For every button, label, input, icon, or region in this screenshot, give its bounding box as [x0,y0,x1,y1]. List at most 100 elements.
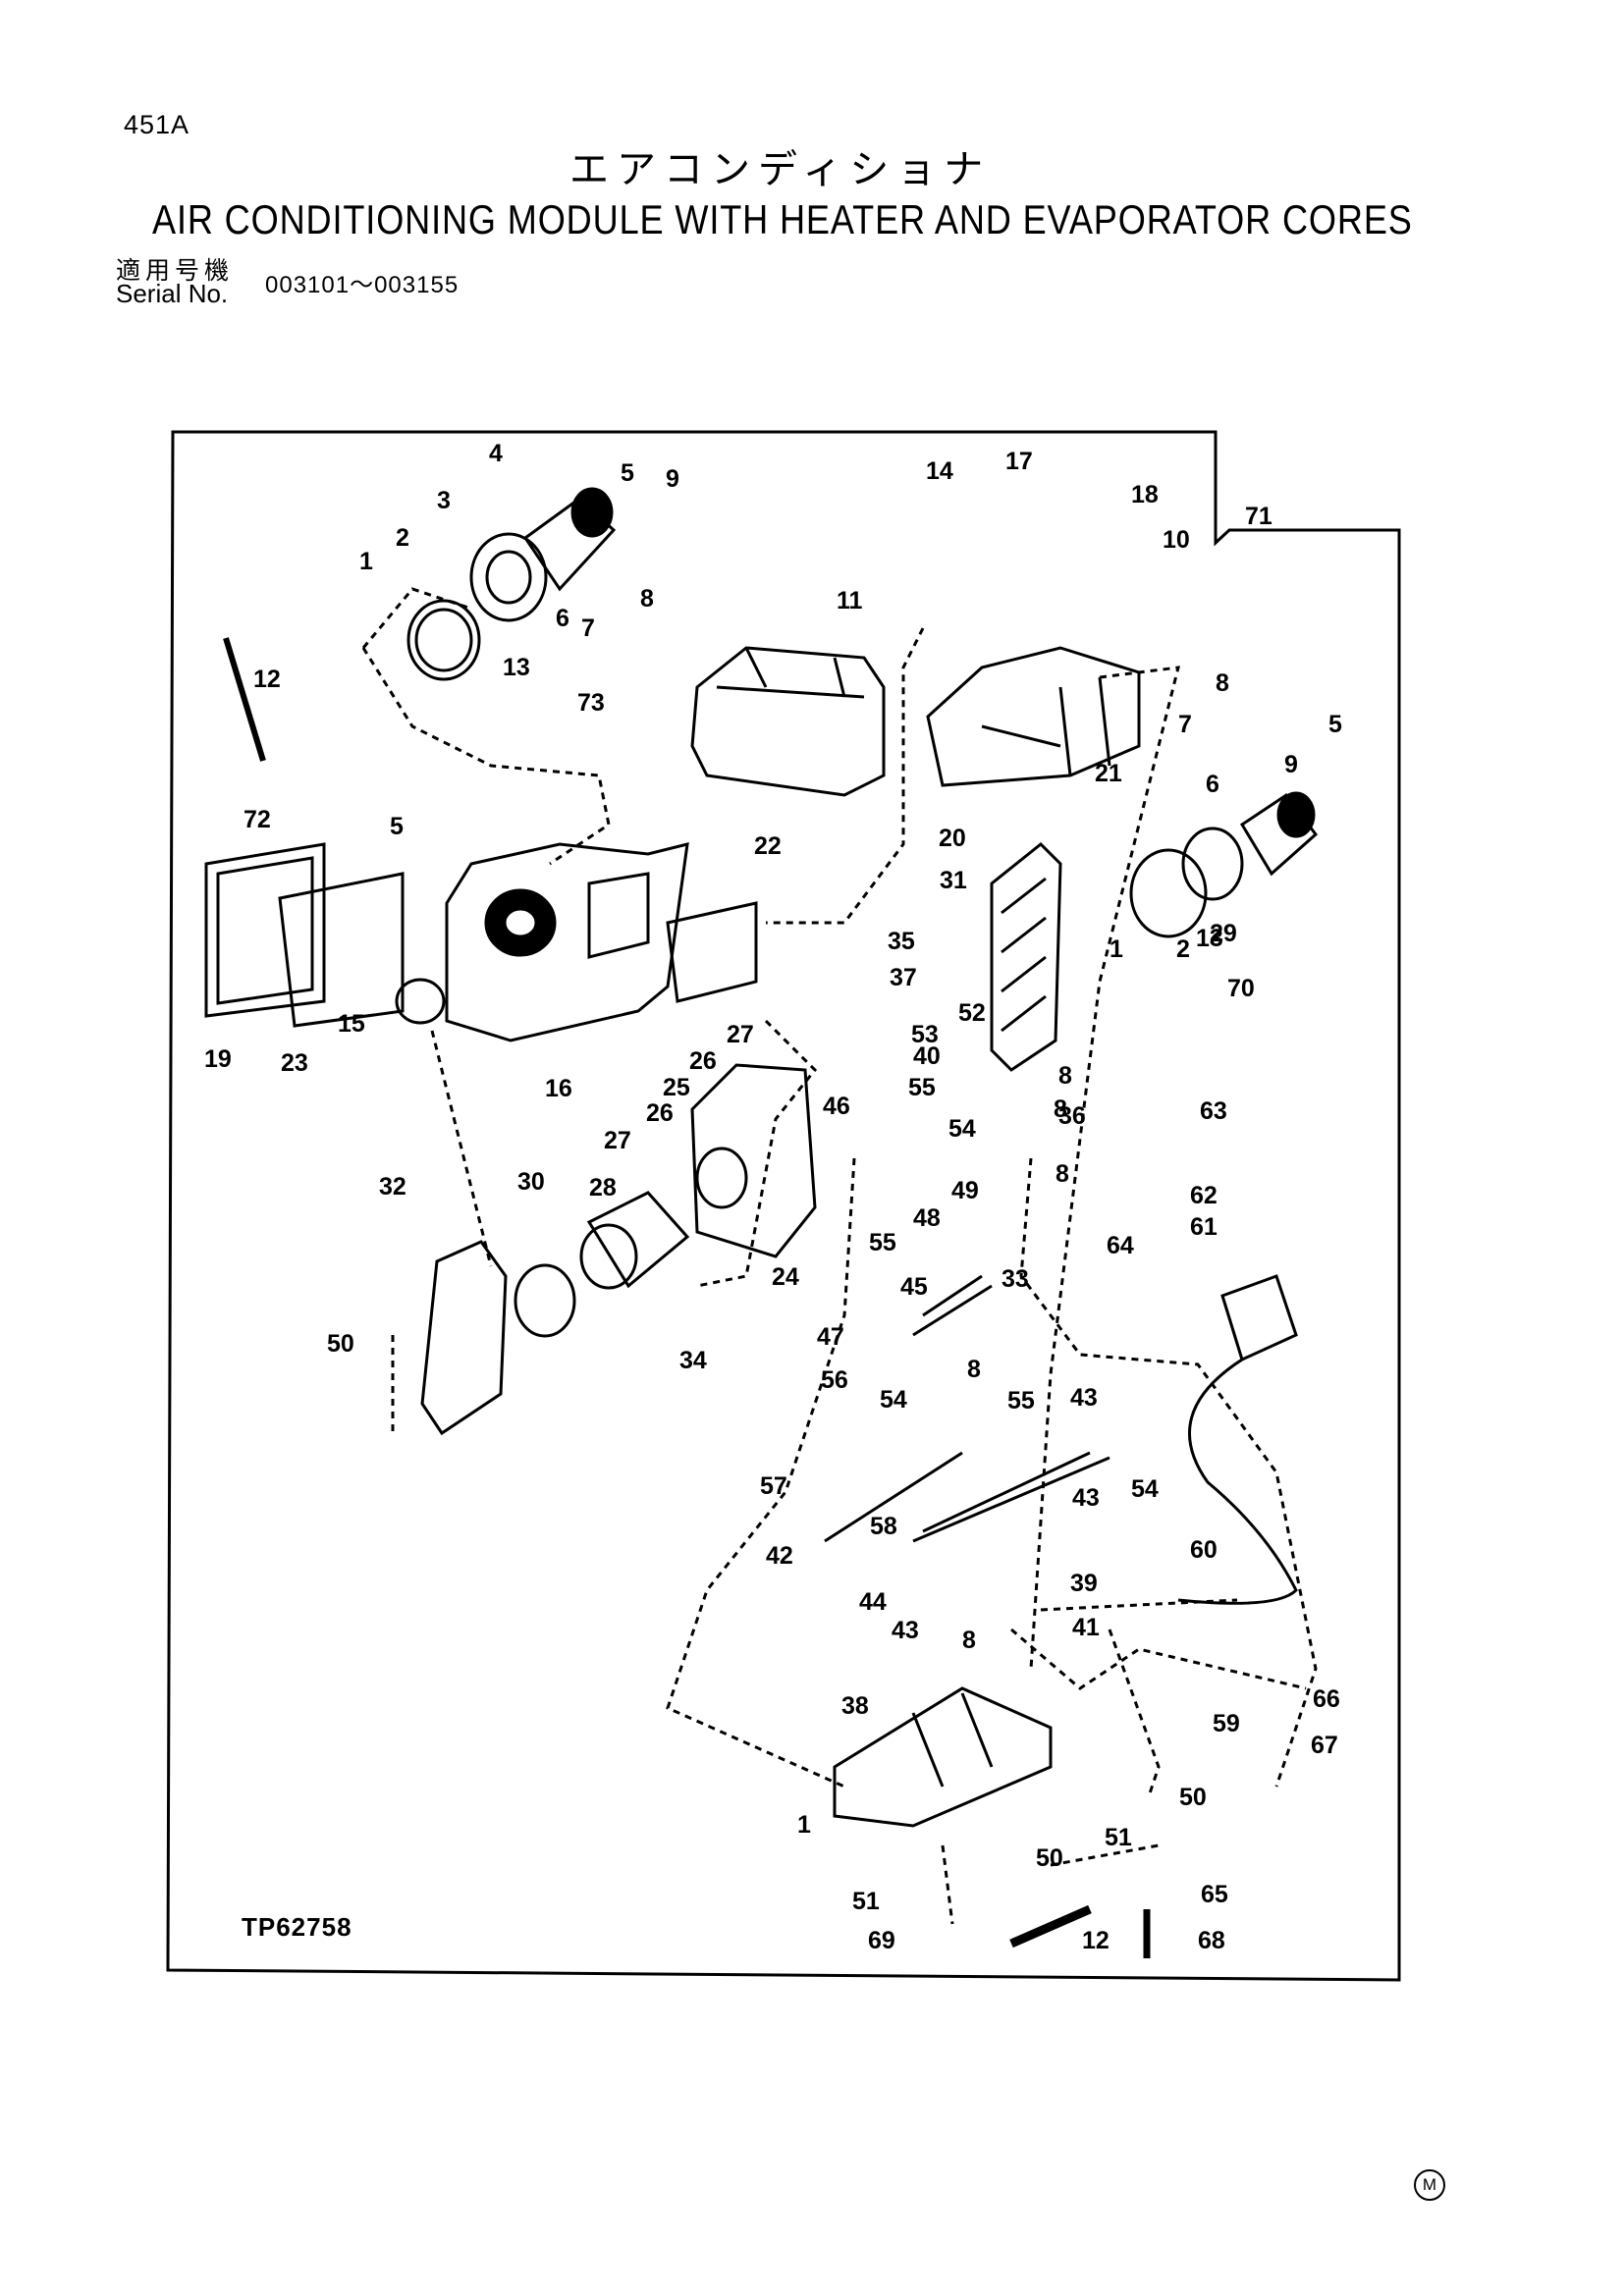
callout-label: 26 [689,1047,717,1075]
callout-label: 8 [640,585,654,613]
callout-label: 14 [926,457,953,485]
callout-label: 55 [1007,1387,1035,1415]
motor-ring-part [469,532,548,622]
actuator-part [1220,1274,1298,1362]
callout-label: 1 [359,548,373,575]
callout-label: 43 [1070,1384,1098,1412]
callout-label: 18 [1131,481,1159,508]
dashed-leader-lines [361,587,1318,1925]
callout-label: 5 [390,813,404,840]
callout-label: 22 [754,832,782,860]
callout-label: 8 [1056,1160,1069,1188]
callout-label: 43 [892,1617,919,1644]
callout-label: 8 [1054,1095,1067,1123]
callout-label: 46 [823,1093,850,1120]
cable-part [1177,1358,1298,1605]
callout-label: 52 [958,999,986,1027]
callout-label: 29 [1210,920,1237,947]
callout-label: 66 [1313,1685,1340,1713]
callout-label: 9 [1284,751,1298,778]
callout-label: 7 [581,614,595,642]
filter-part [204,842,326,1018]
callout-label: 35 [888,928,915,955]
callout-label: 53 [911,1021,939,1048]
tube-part [824,1451,1110,1543]
callout-label: 54 [1131,1475,1159,1503]
callout-label: 13 [503,654,530,681]
callout-label: 69 [868,1927,895,1954]
callout-label: 8 [1216,669,1229,697]
callout-label: 44 [859,1588,887,1616]
callout-label: 8 [967,1356,981,1383]
filter-part [278,872,405,1028]
heater-core-part [586,1191,690,1289]
page-title-japanese: エアコンディショナ [569,147,992,192]
callout-label: 62 [1190,1182,1218,1209]
callout-label: 73 [577,689,605,717]
callout-label: 60 [1190,1536,1218,1564]
callout-label: 59 [1213,1710,1240,1737]
callout-label: 63 [1200,1097,1227,1125]
figure-id: TP62758 [242,1912,352,1942]
callout-label: 65 [1201,1881,1228,1908]
callout-label: 36 [1058,1102,1086,1130]
callout-label: 1 [1110,935,1123,963]
page-number: 451A [124,110,190,139]
callout-label: 21 [1095,760,1122,787]
callout-label: 27 [727,1021,754,1048]
callout-label: 67 [1311,1732,1338,1759]
callout-label: 64 [1107,1232,1134,1259]
callout-label: 51 [852,1888,880,1915]
callout-label: 16 [545,1075,572,1102]
callout-label: 39 [1070,1570,1098,1597]
callout-label: 10 [1163,526,1190,554]
callout-label: 5 [1328,711,1342,738]
callout-label: 11 [837,587,863,614]
blower-motor-part [522,497,617,592]
callout-label: 31 [940,867,967,894]
page-title: AIR CONDITIONING MODULE WITH HEATER AND … [152,196,1413,242]
callout-label: 3 [437,487,451,514]
callout-label: 40 [913,1042,941,1070]
callout-label: 2 [1176,935,1190,963]
callout-label: 8 [1058,1062,1072,1090]
callout-label: 1 [797,1811,811,1839]
callout-label: 61 [1190,1213,1218,1241]
callout-label: 15 [338,1010,365,1038]
callout-label: 20 [939,825,966,852]
callout-label: 8 [962,1627,976,1654]
callout-label: 12 [253,666,281,693]
callout-label: 37 [890,964,917,991]
callout-label: 32 [379,1173,406,1201]
callout-label: 50 [1179,1784,1207,1811]
callout-label: 49 [951,1177,979,1204]
callout-label: 56 [821,1366,848,1394]
callout-label: 43 [1072,1484,1100,1512]
callout-label: 2 [396,524,409,552]
callout-label: 23 [281,1049,308,1077]
heater-case-part [690,1063,817,1258]
rod-part [223,637,266,762]
callout-label: 5 [621,459,634,487]
callout-label: 33 [1001,1265,1029,1293]
cover-part [690,646,886,797]
callout-label: 68 [1198,1927,1225,1954]
callout-label: 6 [556,605,569,632]
callout-label: 41 [1072,1614,1100,1641]
callout-label: 6 [1206,771,1219,798]
callout-label: 26 [646,1099,674,1127]
parts-artwork [204,487,1319,1958]
panel-part [666,901,758,1003]
callout-label: 25 [663,1074,690,1101]
callout-label: 55 [869,1229,896,1256]
callout-label: 9 [666,465,679,493]
ring-part [406,599,481,681]
callout-label: 51 [1105,1824,1132,1851]
callout-label: 50 [1036,1844,1063,1872]
callout-label: 38 [841,1692,869,1720]
callout-label: 7 [1178,711,1192,738]
housing-part [445,842,689,1042]
callout-label: 55 [908,1074,936,1101]
